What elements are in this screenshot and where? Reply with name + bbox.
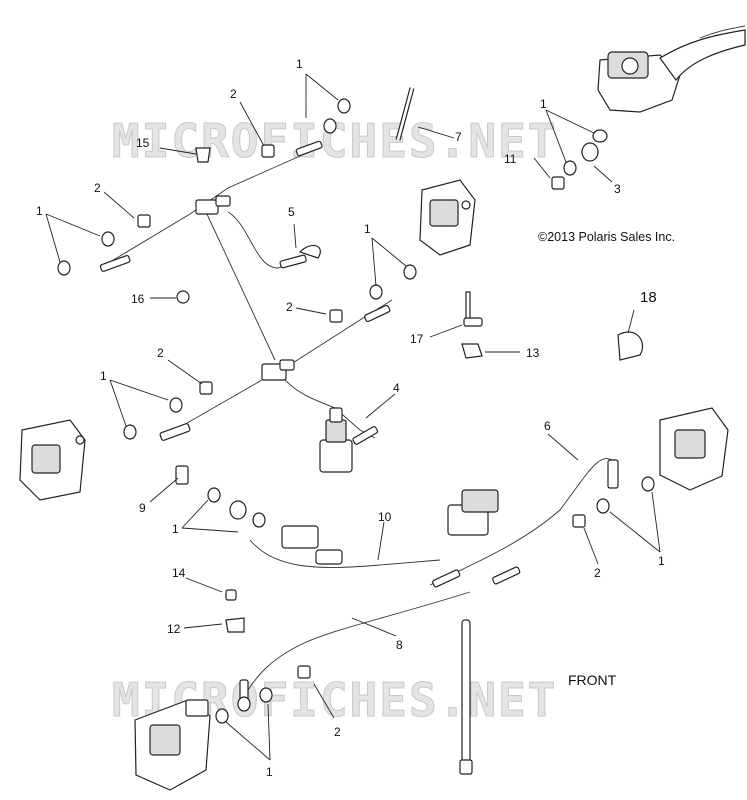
callout-2-upper-left: 2: [94, 181, 101, 195]
crush-washers: [57, 98, 655, 724]
proportioning-valve: [319, 407, 353, 473]
callout-1-bottom: 1: [266, 765, 273, 779]
callout-18: 18: [640, 289, 657, 306]
callout-1-top: 1: [296, 57, 303, 71]
rear-brake-lines: [239, 458, 619, 775]
callout-8: 8: [396, 638, 403, 652]
copyright: ©2013 Polaris Sales Inc.: [538, 230, 675, 244]
callout-1-lower-left: 1: [100, 369, 107, 383]
callout-1-middle: 1: [364, 222, 371, 236]
front-label: FRONT: [568, 672, 617, 688]
callout-16: 16: [131, 292, 145, 306]
callout-10: 10: [378, 510, 392, 524]
callout-5: 5: [288, 205, 295, 219]
middle-brake-line-assembly: [159, 299, 393, 445]
callout-4: 4: [393, 381, 400, 395]
callout-1-master: 1: [540, 97, 547, 111]
callout-2-bottom: 2: [334, 725, 341, 739]
callout-17: 17: [410, 332, 424, 346]
callout-12: 12: [167, 622, 181, 636]
leader-lines: [45, 73, 661, 761]
callout-1-rear-left: 1: [172, 522, 179, 536]
callout-3: 3: [614, 182, 621, 196]
callout-13: 13: [526, 346, 540, 360]
callout-2-middle: 2: [286, 300, 293, 314]
small-hardware: [176, 147, 644, 633]
callout-7: 7: [455, 130, 462, 144]
callout-2-rear-right: 2: [594, 566, 601, 580]
callout-labels: 1 2 15 2 1 5 7 1 11 3 ©2013 Polaris Sale…: [36, 57, 675, 779]
callout-2-top: 2: [230, 87, 237, 101]
callout-15: 15: [136, 136, 150, 150]
callout-14: 14: [172, 566, 186, 580]
callout-9: 9: [139, 501, 146, 515]
banjo-bolts: [137, 144, 586, 679]
caliper-left: [19, 419, 86, 501]
callout-11: 11: [504, 152, 517, 166]
callout-1-upper-left: 1: [36, 204, 43, 218]
caliper-right: [659, 407, 729, 491]
callout-1-rear-right: 1: [658, 554, 665, 568]
master-cylinder: [597, 25, 746, 113]
caliper-upper-center: [419, 179, 476, 256]
callout-2-lower-left: 2: [157, 346, 164, 360]
brake-rod: [395, 87, 415, 141]
upper-brake-line-assembly: [99, 140, 323, 361]
callout-6: 6: [544, 419, 551, 433]
caliper-bottom-left: [134, 699, 211, 791]
